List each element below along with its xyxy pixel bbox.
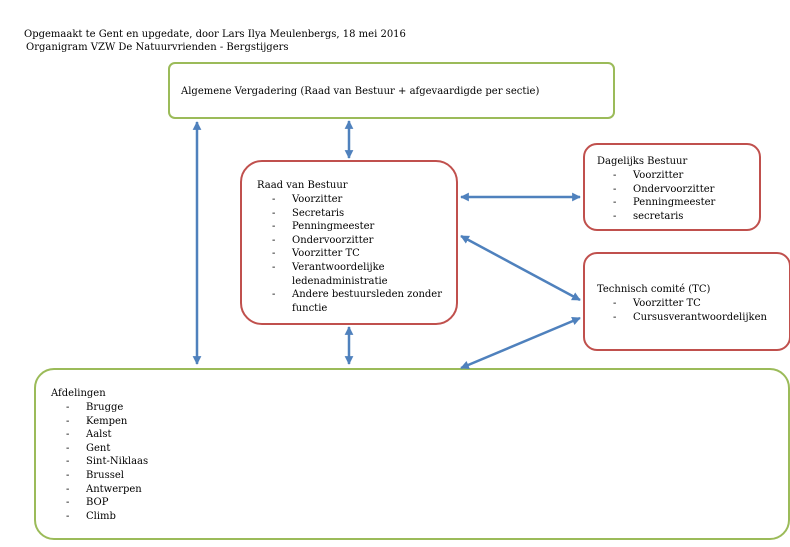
header-author-line: Opgemaakt te Gent en upgedate, door Lars… (24, 29, 406, 40)
arrow-raad-van-bestuur-technisch-comite (460, 234, 581, 302)
dagelijks-bestuur-title: Dagelijks Bestuur (597, 156, 688, 167)
raad-van-bestuur-box: Raad van Bestuur Voorzitter Secretaris P… (240, 160, 458, 325)
technisch-comite-title: Technisch comité (TC) (597, 284, 711, 295)
list-item: Voorzitter TC (613, 297, 767, 311)
afdelingen-title: Afdelingen (51, 388, 106, 399)
arrow-technisch-comite-afdelingen (460, 316, 581, 370)
list-item: secretaris (613, 210, 715, 224)
technisch-comite-list: Voorzitter TC Cursusverantwoordelijken (613, 297, 767, 324)
list-item: Secretaris (272, 207, 442, 221)
list-item: Voorzitter (272, 193, 442, 207)
list-item: Brugge (66, 401, 148, 415)
afdelingen-list: Brugge Kempen Aalst Gent Sint-Niklaas Br… (66, 401, 148, 523)
algemene-vergadering-box: Algemene Vergadering (Raad van Bestuur +… (168, 62, 615, 119)
list-item: Ondervoorzitter (613, 183, 715, 197)
header-title-line: Organigram VZW De Natuurvrienden - Bergs… (26, 42, 289, 53)
list-item: Verantwoordelijke ledenadministratie (272, 261, 442, 288)
dagelijks-bestuur-list: Voorzitter Ondervoorzitter Penningmeeste… (613, 169, 715, 223)
list-item: Voorzitter (613, 169, 715, 183)
list-item: Cursusverantwoordelijken (613, 311, 767, 325)
list-item: Aalst (66, 428, 148, 442)
list-item: Kempen (66, 415, 148, 429)
afdelingen-box: Afdelingen Brugge Kempen Aalst Gent Sint… (34, 368, 790, 540)
list-item: Antwerpen (66, 483, 148, 497)
list-item: Sint-Niklaas (66, 455, 148, 469)
document-header: Opgemaakt te Gent en upgedate, door Lars… (24, 28, 406, 54)
list-item: BOP (66, 496, 148, 510)
list-item: Andere bestuursleden zonder functie (272, 288, 442, 315)
list-item: Penningmeester (613, 196, 715, 210)
raad-van-bestuur-list: Voorzitter Secretaris Penningmeester Ond… (272, 193, 442, 315)
technisch-comite-box: Technisch comité (TC) Voorzitter TC Curs… (583, 252, 790, 351)
list-item: Ondervoorzitter (272, 234, 442, 248)
list-item: Gent (66, 442, 148, 456)
list-item: Voorzitter TC (272, 247, 442, 261)
raad-van-bestuur-title: Raad van Bestuur (257, 180, 348, 191)
list-item: Climb (66, 510, 148, 524)
list-item: Penningmeester (272, 220, 442, 234)
algemene-vergadering-title: Algemene Vergadering (Raad van Bestuur +… (181, 86, 540, 97)
list-item: Brussel (66, 469, 148, 483)
dagelijks-bestuur-box: Dagelijks Bestuur Voorzitter Ondervoorzi… (583, 143, 761, 231)
